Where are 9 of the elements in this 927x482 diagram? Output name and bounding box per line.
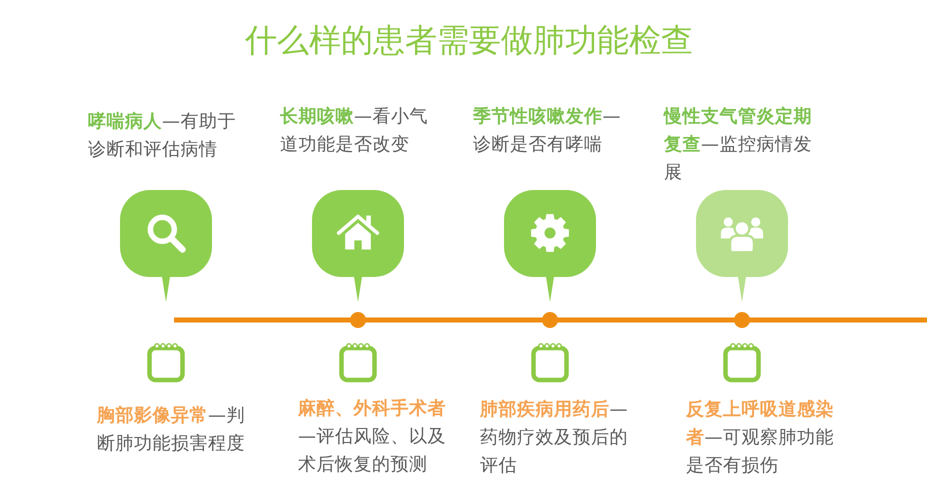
description-text: 哮喘病人—有助于诊断和评估病情 xyxy=(88,110,237,162)
description-text: 季节性咳嗽发作—诊断是否有哮喘 xyxy=(473,105,622,157)
description-text: 反复上呼吸道感染者—可观察肺功能是否有损伤 xyxy=(686,398,835,478)
description-text: 麻醉、外科手术者—评估风险、以及术后恢复的预测 xyxy=(298,397,447,477)
description-text: 慢性支气管炎定期复查—监控病情发展 xyxy=(664,105,813,185)
title: 什么样的患者需要做肺功能检查 xyxy=(245,20,693,60)
description-text: 肺部疾病用药后—药物疗效及预后的评估 xyxy=(480,398,629,478)
description-text: 胸部影像异常—判断肺功能损害程度 xyxy=(97,404,246,456)
description-text: 长期咳嗽—看小气道功能是否改变 xyxy=(280,105,429,157)
